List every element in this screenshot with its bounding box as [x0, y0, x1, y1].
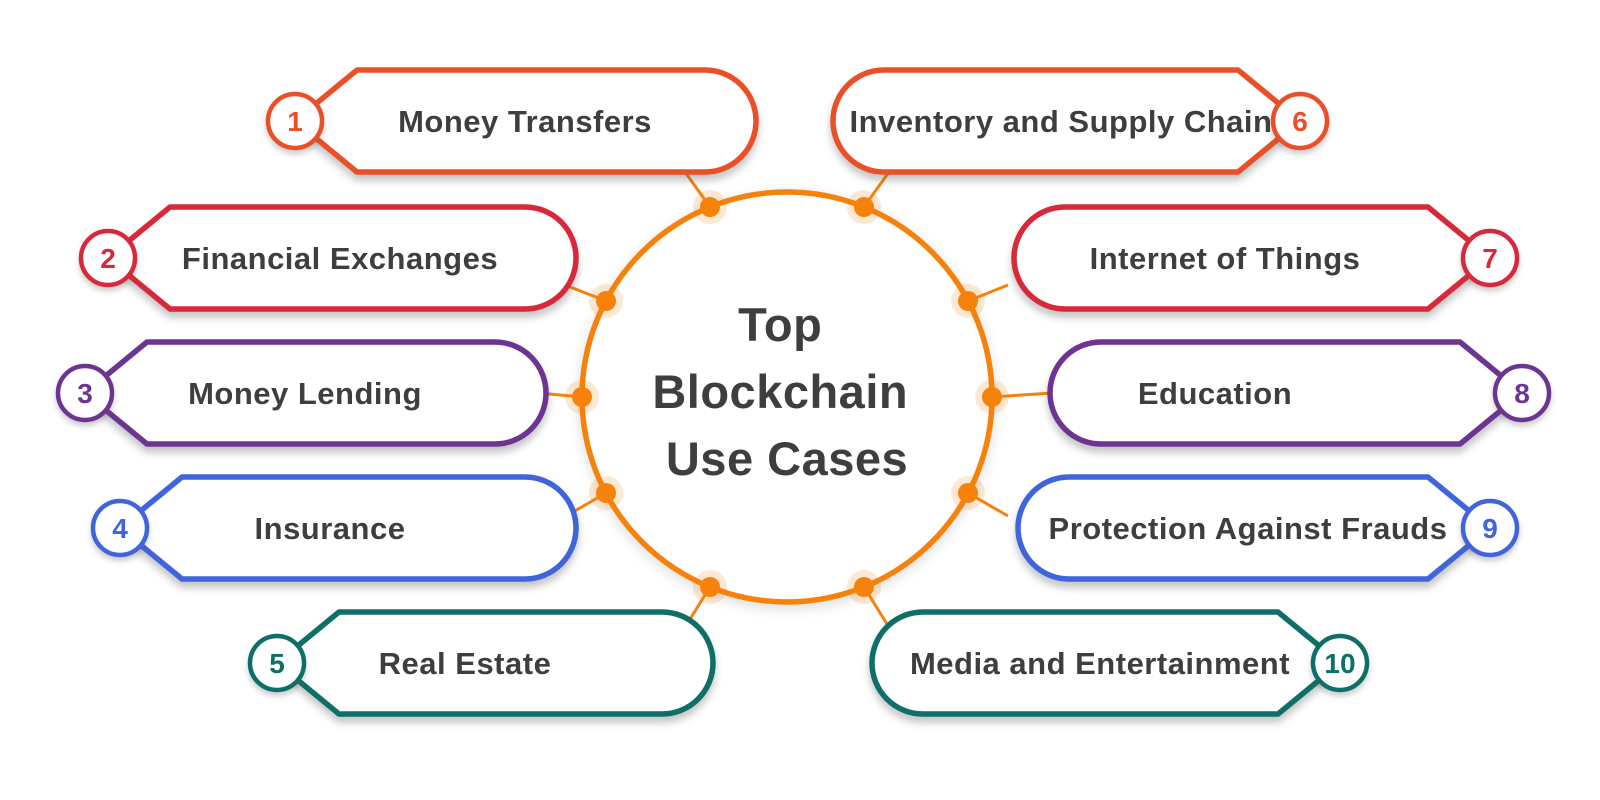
usecase-label: Money Lending [188, 376, 422, 411]
usecase-label: Insurance [255, 511, 406, 546]
usecase-pill-inventory-and-supply-chain: 6 [830, 67, 1330, 175]
usecase-label: Media and Entertainment [910, 646, 1290, 681]
number-text: 5 [269, 648, 285, 679]
number-badge [1310, 633, 1370, 693]
usecase-label: Education [1138, 376, 1292, 411]
center-hub [537, 164, 1053, 633]
connector-dot-4 [596, 483, 616, 503]
connector-dot-8 [982, 387, 1002, 407]
number-text: 4 [112, 513, 128, 544]
usecase-label: Real Estate [379, 646, 552, 681]
number-text: 2 [100, 243, 116, 274]
connector-dot-9 [958, 483, 978, 503]
connector-dot-6 [854, 197, 874, 217]
center-title-line-1: Top [738, 298, 822, 351]
usecase-label: Money Transfers [398, 104, 652, 139]
center-title-line-2: Blockchain [652, 365, 908, 418]
usecase-pill-money-transfers: 1 [265, 67, 759, 175]
usecase-pill-real-estate: 5 [247, 609, 716, 717]
connector-dot-2 [596, 291, 616, 311]
number-badge [55, 363, 115, 423]
pill-shape [1011, 204, 1493, 312]
connector-dot-5 [700, 577, 720, 597]
pill-shape [869, 609, 1343, 717]
pill-shape [82, 339, 549, 447]
connector-dot-1 [700, 197, 720, 217]
connector-dot-3 [572, 387, 592, 407]
number-text: 8 [1514, 378, 1530, 409]
number-badge [1270, 91, 1330, 151]
usecase-label: Financial Exchanges [182, 241, 498, 276]
usecase-pill-protection-against-frauds: 9 [1015, 474, 1520, 582]
pill-shape [274, 609, 716, 717]
usecase-label: Protection Against Frauds [1049, 511, 1448, 546]
pill-shape [117, 474, 579, 582]
usecase-pill-insurance: 4 [90, 474, 579, 582]
usecase-pill-money-lending: 3 [55, 339, 549, 447]
connector-dot-10 [854, 577, 874, 597]
number-badge [265, 91, 325, 151]
number-text: 1 [287, 106, 303, 137]
number-badge [247, 633, 307, 693]
connector-line-8 [991, 391, 1053, 399]
number-badge [78, 228, 138, 288]
number-text: 10 [1324, 648, 1355, 679]
usecase-pill-education: 8 [1047, 339, 1552, 447]
number-badge [1460, 498, 1520, 558]
number-text: 6 [1292, 106, 1308, 137]
pill-shape [1015, 474, 1493, 582]
pill-shape [292, 67, 759, 175]
pill-shape [830, 67, 1303, 175]
center-title: Top Blockchain Use Cases [652, 298, 921, 485]
number-badge [1460, 228, 1520, 288]
number-badge [90, 498, 150, 558]
connector-dot-7 [958, 291, 978, 311]
pill-shape [1047, 339, 1525, 447]
usecase-pill-financial-exchanges: 2 [78, 204, 579, 312]
number-text: 3 [77, 378, 93, 409]
usecase-pill-media-and-entertainment: 10 [869, 609, 1370, 717]
usecase-pill-internet-of-things: 7 [1011, 204, 1520, 312]
center-title-line-3: Use Cases [666, 432, 908, 485]
number-text: 7 [1482, 243, 1498, 274]
usecase-label: Inventory and Supply Chain [850, 104, 1273, 139]
pill-shape [105, 204, 579, 312]
number-text: 9 [1482, 513, 1498, 544]
number-badge [1492, 363, 1552, 423]
usecase-label: Internet of Things [1090, 241, 1361, 276]
